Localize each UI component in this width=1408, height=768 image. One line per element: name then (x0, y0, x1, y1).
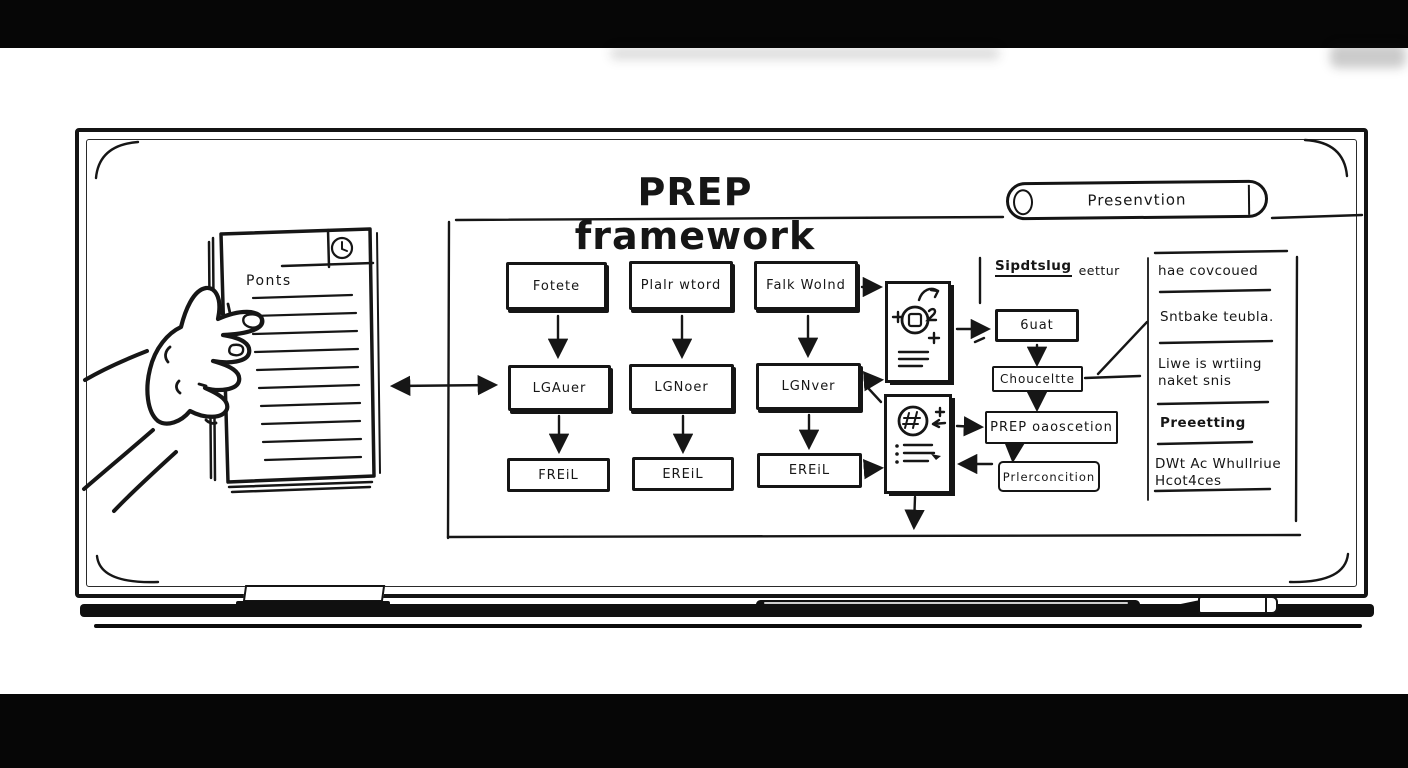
corner-smudge (1330, 44, 1406, 68)
marker-cap-right-icon (1247, 184, 1251, 215)
presentation-marker-label: Presenvtion (1087, 190, 1187, 210)
eraser-base (236, 601, 390, 609)
flow-heading: Sipdtslug eettur (995, 258, 1120, 278)
flow-box-2: Chouceltte (992, 366, 1083, 392)
document-card-1 (885, 281, 951, 383)
grid-box-label: Fotete (532, 278, 581, 294)
grid-box-label: Plalr wtord (640, 278, 722, 293)
grid-box-r2c2: LGNoer (629, 364, 734, 411)
grid-box-r2c3: LGNver (756, 363, 861, 410)
grid-box-label: LGAuer (532, 380, 587, 396)
document-card-2 (884, 394, 952, 494)
flow-box-label: PREP oaoscetion (990, 420, 1113, 435)
note-line-3: Liwe is wrtiing (1158, 356, 1262, 372)
flow-box-4: Prlerconcition (998, 461, 1100, 492)
bottom-letterbox-bar (0, 694, 1408, 768)
page-title: PREP framework (574, 170, 816, 258)
grid-box-r3c1: FREiL (507, 458, 610, 492)
note-line-7: Hcot4ces (1155, 473, 1222, 489)
grid-box-r1c3: Falk Wolnd (754, 261, 858, 310)
top-smudge (610, 47, 1000, 60)
tray-shadow (94, 624, 1362, 628)
note-line-1: hae covcoued (1158, 263, 1259, 279)
grid-box-label: EREiL (788, 463, 831, 478)
flow-box-label: 6uat (1020, 318, 1054, 333)
note-line-5: Preeetting (1160, 415, 1246, 431)
grid-box-label: LGNver (781, 379, 836, 394)
note-line-4: naket snis (1158, 373, 1232, 389)
grid-box-label: FREiL (538, 467, 579, 483)
grid-box-r3c3: EREiL (757, 453, 862, 488)
flow-box-label: Chouceltte (999, 372, 1076, 386)
grid-box-r2c1: LGAuer (508, 365, 611, 411)
note-line-6: DWt Ac Whullriue (1155, 456, 1282, 472)
grid-box-r1c2: Plalr wtord (629, 261, 733, 310)
dark-marker (756, 600, 1140, 609)
note-line-2: Sntbake teubla. (1160, 309, 1274, 325)
flow-box-1: 6uat (995, 309, 1079, 342)
flow-box-3: PREP oaoscetion (985, 411, 1118, 444)
marker-highlight (764, 601, 1128, 604)
notepad-label: Ponts (246, 273, 292, 289)
flow-heading-rest: eettur (1078, 263, 1120, 278)
flow-box-label: Prlerconcition (1002, 469, 1096, 484)
top-letterbox-bar (0, 0, 1408, 48)
marker-cap-left-icon (1012, 189, 1034, 216)
document-hash-list-icon (895, 405, 947, 464)
grid-box-label: Falk Wolnd (766, 278, 846, 293)
small-marker-cap-ring (1265, 598, 1267, 612)
eraser (242, 585, 386, 602)
small-marker (1198, 596, 1278, 614)
grid-box-label: LGNoer (654, 380, 709, 395)
grid-box-label: EREiL (662, 466, 704, 482)
presentation-marker: Presenvtion (1005, 179, 1269, 221)
document-clock-plus-icon (891, 287, 941, 368)
grid-box-r1c1: Fotete (506, 262, 607, 310)
grid-box-r3c2: EREiL (632, 457, 734, 491)
flow-heading-underlined: Sipdtslug (995, 258, 1072, 277)
